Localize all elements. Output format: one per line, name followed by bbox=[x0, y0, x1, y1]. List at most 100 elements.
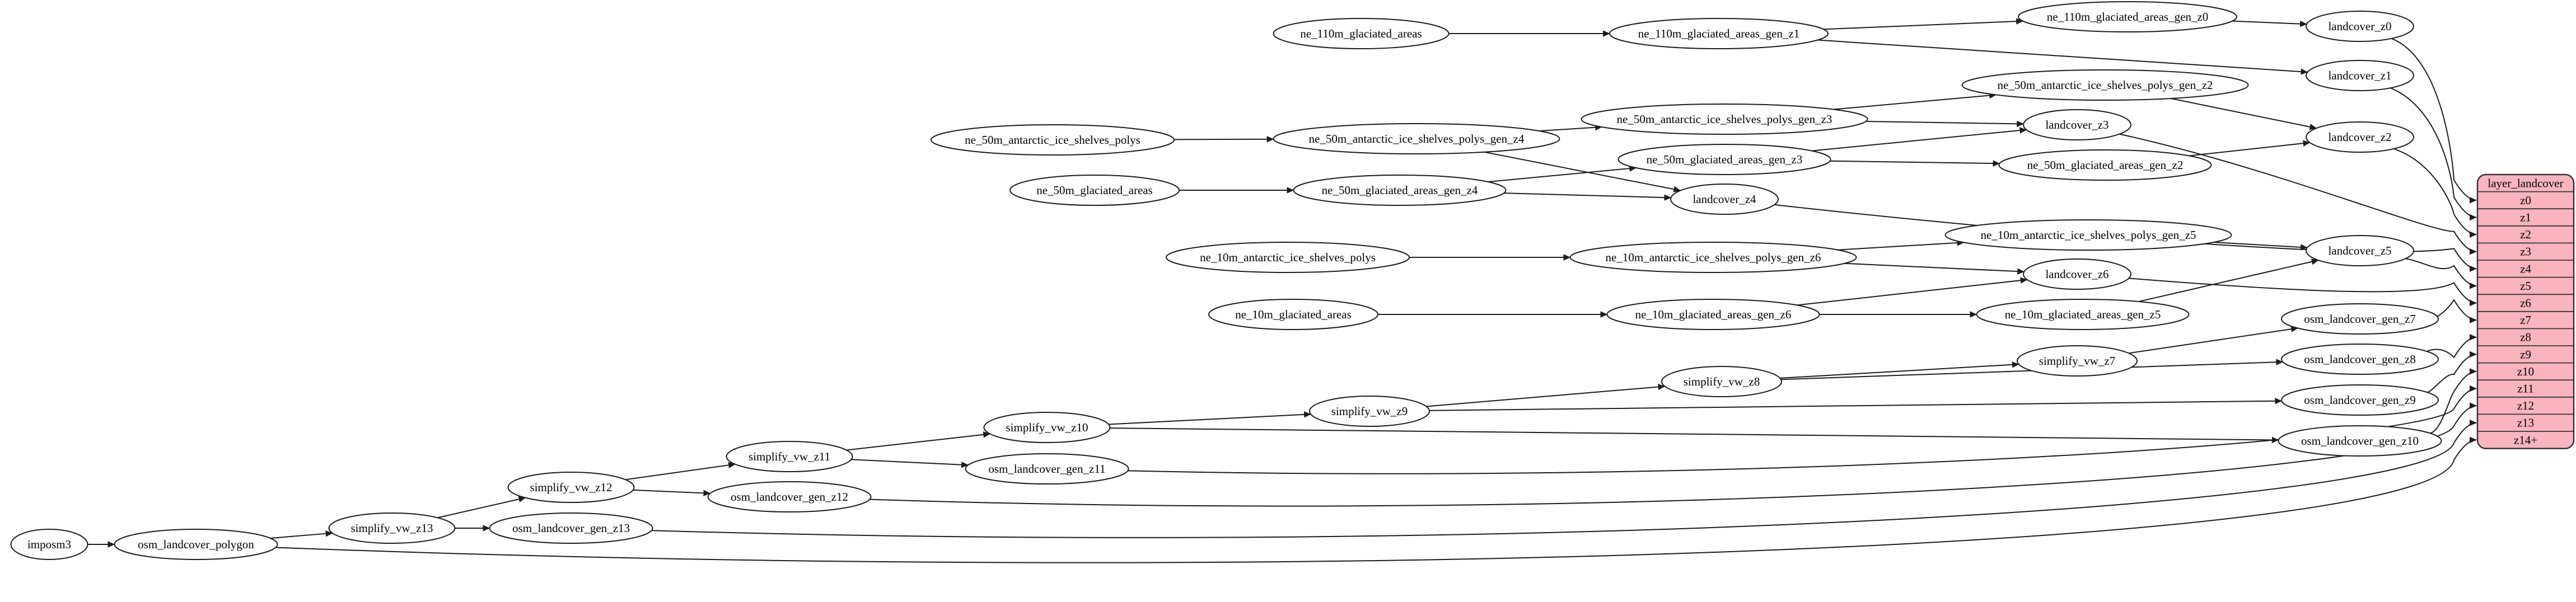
node-ellipse-ne_110m_glaciated_areas_gen_z0 bbox=[2018, 1, 2237, 32]
node-ellipse-landcover_z6 bbox=[2023, 258, 2131, 290]
node-ellipse-ne_10m_antarctic_ice_shelves_polys_gen_z6 bbox=[1569, 242, 1857, 273]
node-ellipse-landcover_z3 bbox=[2023, 109, 2131, 140]
record-row-z7: z7 bbox=[2520, 313, 2531, 327]
node-ne_50m_antarctic_ice_shelves_polys_gen_z4: ne_50m_antarctic_ice_shelves_polys_gen_z… bbox=[1273, 123, 1560, 154]
edge-ne_50m_glaciated_areas_gen_z4-to-landcover_z4 bbox=[1504, 192, 1672, 201]
node-label-ne_110m_glaciated_areas: ne_110m_glaciated_areas bbox=[1300, 27, 1422, 40]
edge-osm_landcover_polygon-to-simplify_vw_z13 bbox=[270, 530, 333, 539]
node-label-ne_10m_glaciated_areas_gen_z6: ne_10m_glaciated_areas_gen_z6 bbox=[1635, 308, 1792, 321]
node-simplify_vw_z10: simplify_vw_z10 bbox=[983, 412, 1111, 443]
edge-ne_50m_antarctic_ice_shelves_polys-to-ne_50m_antarctic_ice_shelves_polys_gen_z4 bbox=[1174, 136, 1274, 143]
edge-ne_50m_antarctic_ice_shelves_polys_gen_z3-to-landcover_z3 bbox=[1866, 120, 2024, 128]
edge-ne_50m_glaciated_areas_gen_z4-to-ne_50m_glaciated_areas_gen_z3 bbox=[1488, 165, 1637, 183]
node-label-ne_50m_antarctic_ice_shelves_polys_gen_z2: ne_50m_antarctic_ice_shelves_polys_gen_z… bbox=[1998, 78, 2213, 92]
node-ellipse-osm_landcover_gen_z8 bbox=[2281, 344, 2439, 375]
edge-simplify_vw_z12-to-osm_landcover_gen_z12 bbox=[633, 489, 711, 497]
node-label-osm_landcover_gen_z8: osm_landcover_gen_z8 bbox=[2304, 352, 2415, 366]
node-ellipse-ne_50m_antarctic_ice_shelves_polys_gen_z3 bbox=[1581, 104, 1868, 135]
node-label-ne_50m_glaciated_areas_gen_z2: ne_50m_glaciated_areas_gen_z2 bbox=[2027, 158, 2184, 172]
node-ellipse-landcover_z0 bbox=[2306, 11, 2414, 42]
node-landcover_z6: landcover_z6 bbox=[2023, 258, 2131, 290]
node-label-ne_50m_antarctic_ice_shelves_polys_gen_z3: ne_50m_antarctic_ice_shelves_polys_gen_z… bbox=[1617, 112, 1832, 126]
node-ellipse-osm_landcover_gen_z9 bbox=[2281, 384, 2439, 416]
edges-layer bbox=[87, 18, 2477, 563]
node-label-ne_50m_glaciated_areas_gen_z4: ne_50m_glaciated_areas_gen_z4 bbox=[1322, 184, 1478, 197]
record-row-z2: z2 bbox=[2520, 228, 2531, 241]
record-row-z1: z1 bbox=[2520, 211, 2531, 224]
node-ne_10m_antarctic_ice_shelves_polys: ne_10m_antarctic_ice_shelves_polys bbox=[1166, 242, 1410, 273]
node-ne_10m_glaciated_areas_gen_z5: ne_10m_glaciated_areas_gen_z5 bbox=[1976, 299, 2190, 330]
node-ellipse-simplify_vw_z8 bbox=[1661, 366, 1782, 397]
edge-simplify_vw_z12-to-simplify_vw_z11 bbox=[625, 462, 736, 481]
edge-ne_10m_glaciated_areas_gen_z5-to-landcover_z5 bbox=[2138, 258, 2319, 303]
node-simplify_vw_z13: simplify_vw_z13 bbox=[328, 512, 456, 544]
edge-simplify_vw_z13-to-simplify_vw_z12 bbox=[437, 496, 526, 519]
node-ellipse-landcover_z1 bbox=[2306, 60, 2414, 91]
edge-simplify_vw_z7-to-osm_landcover_gen_z7 bbox=[2129, 326, 2298, 354]
node-ellipse-ne_50m_antarctic_ice_shelves_polys_gen_z2 bbox=[1961, 69, 2249, 101]
node-osm_landcover_gen_z13: osm_landcover_gen_z13 bbox=[489, 512, 653, 544]
record-row-z13: z13 bbox=[2517, 416, 2534, 430]
node-landcover_z5: landcover_z5 bbox=[2306, 235, 2414, 266]
edge-osm_landcover_gen_z7-to-layer-z7 bbox=[2432, 299, 2477, 323]
node-ellipse-landcover_z5 bbox=[2306, 235, 2414, 266]
record-row-z11: z11 bbox=[2517, 382, 2534, 396]
edge-ne_110m_glaciated_areas_gen_z1-to-ne_110m_glaciated_areas_gen_z0 bbox=[1823, 18, 2023, 30]
record-row-z8: z8 bbox=[2520, 331, 2531, 344]
node-label-ne_110m_glaciated_areas_gen_z1: ne_110m_glaciated_areas_gen_z1 bbox=[1638, 27, 1799, 40]
edge-simplify_vw_z9-to-simplify_vw_z8 bbox=[1426, 383, 1666, 407]
node-label-landcover_z2: landcover_z2 bbox=[2328, 130, 2391, 144]
node-osm_landcover_gen_z8: osm_landcover_gen_z8 bbox=[2281, 344, 2439, 375]
edge-ne_50m_glaciated_areas_gen_z2-to-landcover_z2 bbox=[2189, 140, 2311, 157]
edge-simplify_vw_z10-to-simplify_vw_z9 bbox=[1109, 411, 1311, 425]
node-ellipse-ne_110m_glaciated_areas_gen_z1 bbox=[1609, 18, 1829, 49]
edge-ne_110m_glaciated_areas_gen_z0-to-landcover_z0 bbox=[2232, 20, 2307, 27]
node-osm_landcover_gen_z9: osm_landcover_gen_z9 bbox=[2281, 384, 2439, 416]
edge-landcover_z2-to-layer-z2 bbox=[2393, 148, 2477, 238]
node-ellipse-simplify_vw_z7 bbox=[2017, 345, 2138, 377]
node-label-simplify_vw_z8: simplify_vw_z8 bbox=[1684, 375, 1760, 388]
node-ellipse-ne_110m_glaciated_areas bbox=[1273, 18, 1450, 49]
node-ne_10m_antarctic_ice_shelves_polys_gen_z6: ne_10m_antarctic_ice_shelves_polys_gen_z… bbox=[1569, 242, 1857, 273]
node-label-landcover_z5: landcover_z5 bbox=[2328, 244, 2391, 257]
node-ellipse-ne_50m_antarctic_ice_shelves_polys_gen_z4 bbox=[1273, 123, 1560, 154]
node-ellipse-landcover_z2 bbox=[2306, 121, 2414, 153]
node-ellipse-ne_10m_antarctic_ice_shelves_polys_gen_z5 bbox=[1944, 219, 2232, 251]
node-ne_50m_antarctic_ice_shelves_polys_gen_z3: ne_50m_antarctic_ice_shelves_polys_gen_z… bbox=[1581, 104, 1868, 135]
node-ellipse-ne_10m_antarctic_ice_shelves_polys bbox=[1166, 242, 1410, 273]
edge-ne_10m_glaciated_areas_gen_z6-to-landcover_z6 bbox=[1797, 277, 2028, 306]
node-simplify_vw_z9: simplify_vw_z9 bbox=[1309, 396, 1430, 427]
edge-osm_landcover_polygon-to-layer-z14+ bbox=[275, 436, 2477, 563]
node-label-ne_10m_glaciated_areas: ne_10m_glaciated_areas bbox=[1235, 308, 1352, 321]
node-ne_50m_antarctic_ice_shelves_polys_gen_z2: ne_50m_antarctic_ice_shelves_polys_gen_z… bbox=[1961, 69, 2249, 101]
record-row-z4: z4 bbox=[2520, 262, 2531, 275]
node-simplify_vw_z7: simplify_vw_z7 bbox=[2017, 345, 2138, 377]
node-label-simplify_vw_z7: simplify_vw_z7 bbox=[2039, 354, 2116, 368]
node-label-ne_50m_glaciated_areas_gen_z3: ne_50m_glaciated_areas_gen_z3 bbox=[1647, 153, 1803, 166]
record-row-z14+: z14+ bbox=[2514, 433, 2537, 446]
node-simplify_vw_z11: simplify_vw_z11 bbox=[726, 441, 853, 472]
node-ellipse-osm_landcover_gen_z13 bbox=[489, 512, 653, 544]
node-ellipse-ne_50m_glaciated_areas_gen_z3 bbox=[1617, 144, 1831, 175]
edge-simplify_vw_z9-to-osm_landcover_gen_z9 bbox=[1429, 397, 2283, 411]
node-landcover_z1: landcover_z1 bbox=[2306, 60, 2414, 91]
node-label-osm_landcover_gen_z7: osm_landcover_gen_z7 bbox=[2304, 312, 2415, 326]
edge-ne_50m_antarctic_ice_shelves_polys_gen_z3-to-ne_50m_antarctic_ice_shelves_polys_gen_z2 bbox=[1833, 92, 1997, 110]
edge-ne_50m_antarctic_ice_shelves_polys_gen_z4-to-landcover_z4 bbox=[1484, 151, 1681, 192]
node-label-ne_50m_antarctic_ice_shelves_polys_gen_z4: ne_50m_antarctic_ice_shelves_polys_gen_z… bbox=[1309, 132, 1525, 145]
node-osm_landcover_gen_z7: osm_landcover_gen_z7 bbox=[2281, 303, 2439, 335]
edge-ne_50m_antarctic_ice_shelves_polys_gen_z2-to-landcover_z2 bbox=[2171, 98, 2317, 130]
node-ellipse-imposm3 bbox=[10, 529, 88, 560]
node-ellipse-simplify_vw_z12 bbox=[507, 472, 635, 503]
node-ne_50m_glaciated_areas_gen_z4: ne_50m_glaciated_areas_gen_z4 bbox=[1293, 175, 1507, 206]
edge-landcover_z1-to-layer-z1 bbox=[2390, 87, 2477, 221]
edge-ne_110m_glaciated_areas_gen_z1-to-landcover_z1 bbox=[1817, 39, 2308, 75]
node-ellipse-ne_10m_glaciated_areas bbox=[1208, 299, 1378, 330]
record-row-z0: z0 bbox=[2520, 194, 2531, 207]
node-label-imposm3: imposm3 bbox=[27, 538, 71, 551]
node-landcover_z4: landcover_z4 bbox=[1670, 184, 1779, 215]
edge-ne_50m_antarctic_ice_shelves_polys_gen_z4-to-ne_50m_antarctic_ice_shelves_polys_gen_z3 bbox=[1539, 124, 1602, 132]
